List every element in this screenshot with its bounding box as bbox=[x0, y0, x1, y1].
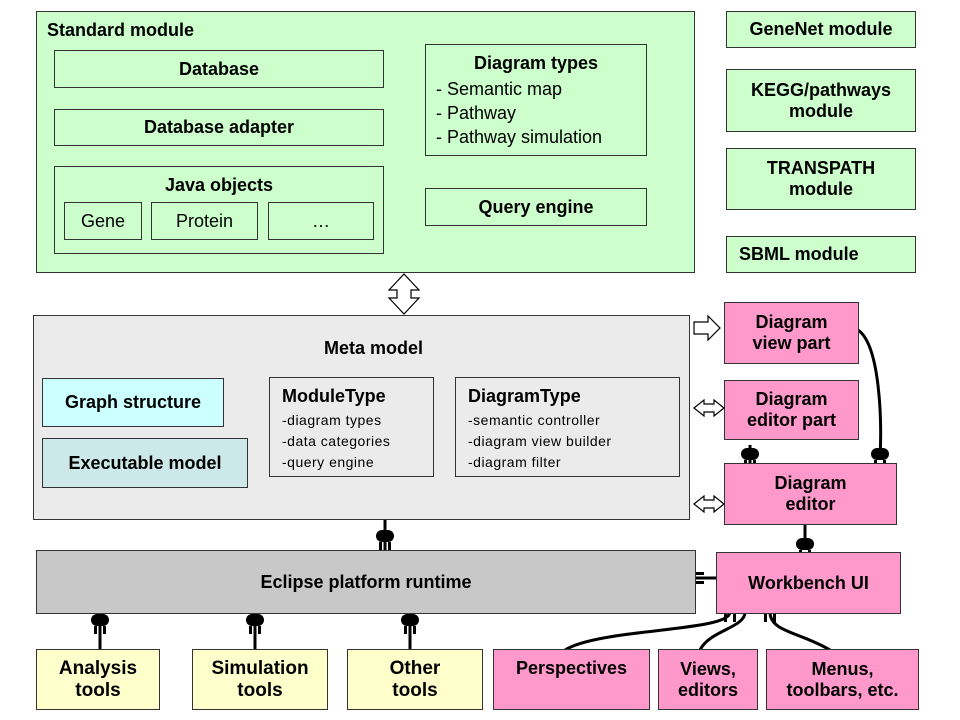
list-item: -diagram view builder bbox=[468, 433, 612, 449]
list-item: -diagram types bbox=[282, 412, 382, 428]
other-tools-box: Other tools bbox=[347, 649, 483, 710]
meta-model-title: Meta model bbox=[324, 338, 424, 358]
list-item: -semantic controller bbox=[468, 412, 601, 428]
perspectives-box: Perspectives bbox=[493, 649, 650, 710]
eclipse-runtime-box: Eclipse platform runtime bbox=[36, 550, 696, 614]
diagram-type-title: DiagramType bbox=[468, 386, 581, 406]
diagram-type-list: -semantic controller -diagram view build… bbox=[468, 410, 612, 473]
module-type-title: ModuleType bbox=[282, 386, 386, 406]
diagram-editor-box: Diagram editor bbox=[724, 463, 897, 525]
list-item: - Semantic map bbox=[436, 79, 563, 99]
menus-toolbars-box: Menus, toolbars, etc. bbox=[766, 649, 919, 710]
graph-structure-box: Graph structure bbox=[42, 378, 224, 427]
list-item: -data categories bbox=[282, 433, 391, 449]
diagram-types-title: Diagram types bbox=[473, 53, 599, 73]
list-item: - Pathway bbox=[436, 103, 517, 123]
diagram-types-box: Diagram types - Semantic map - Pathway -… bbox=[425, 44, 647, 156]
diagram-view-part-box: Diagram view part bbox=[724, 302, 859, 364]
views-editors-box: Views, editors bbox=[658, 649, 758, 710]
list-item: - Pathway simulation bbox=[436, 127, 603, 147]
diagram-types-list: - Semantic map - Pathway - Pathway simul… bbox=[436, 77, 602, 149]
transpath-module-box: TRANSPATH module bbox=[726, 148, 916, 210]
list-item: -query engine bbox=[282, 454, 375, 470]
database-adapter-box: Database adapter bbox=[54, 109, 384, 146]
wire-workbench-menus bbox=[768, 611, 831, 652]
executable-model-box: Executable model bbox=[42, 438, 248, 488]
genenet-module-box: GeneNet module bbox=[726, 11, 916, 48]
module-type-box: ModuleType -diagram types -data categori… bbox=[269, 377, 434, 477]
standard-module-title: Standard module bbox=[47, 20, 195, 40]
database-box: Database bbox=[54, 50, 384, 88]
kegg-module-box: KEGG/pathways module bbox=[726, 69, 916, 132]
java-objects-title: Java objects bbox=[164, 175, 274, 195]
protein-box: Protein bbox=[151, 202, 258, 240]
double-arrow-icon-editor bbox=[693, 494, 725, 514]
gene-box: Gene bbox=[64, 202, 142, 240]
wire-viewpart-editor bbox=[857, 328, 883, 459]
module-type-list: -diagram types -data categories -query e… bbox=[282, 410, 390, 473]
double-arrow-icon-editorpart bbox=[693, 398, 725, 418]
sbml-module-box: SBML module bbox=[726, 236, 916, 273]
diagram-editor-part-box: Diagram editor part bbox=[724, 380, 859, 440]
query-engine-box: Query engine bbox=[425, 188, 647, 226]
arrow-right-icon-viewpart bbox=[693, 314, 721, 342]
ellipsis-box: … bbox=[268, 202, 374, 240]
list-item: -diagram filter bbox=[468, 454, 562, 470]
diagram-type-box: DiagramType -semantic controller -diagra… bbox=[455, 377, 680, 477]
double-arrow-icon-standard-meta bbox=[387, 273, 421, 315]
wire-workbench-views bbox=[698, 611, 747, 651]
workbench-ui-box: Workbench UI bbox=[716, 552, 901, 614]
simulation-tools-box: Simulation tools bbox=[192, 649, 328, 710]
analysis-tools-box: Analysis tools bbox=[36, 649, 160, 710]
